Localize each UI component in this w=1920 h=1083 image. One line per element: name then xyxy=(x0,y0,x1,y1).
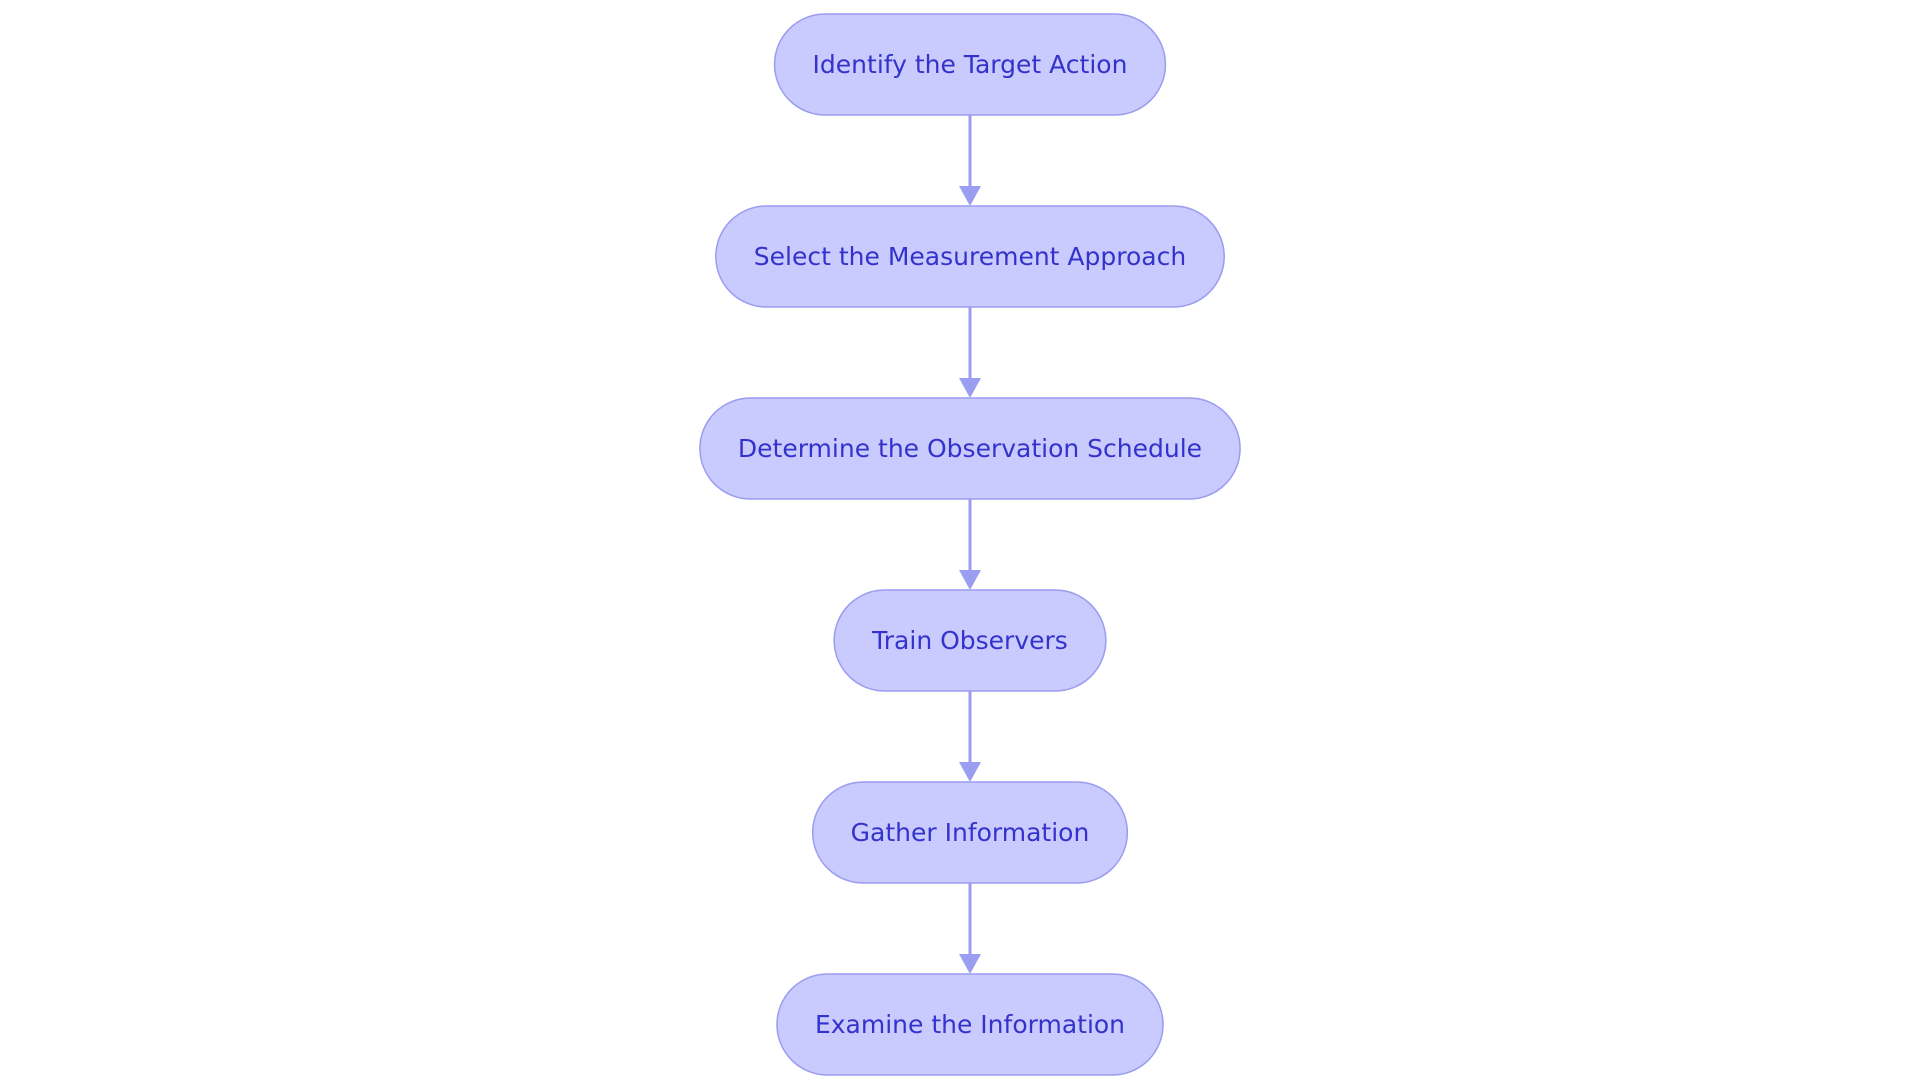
flow-node-1: Identify the Target Action xyxy=(773,13,1167,116)
flow-edge-1 xyxy=(959,115,981,206)
flow-node-shape xyxy=(773,13,1167,116)
arrowhead-icon xyxy=(959,762,981,782)
arrowhead-icon xyxy=(959,378,981,398)
flow-node-label: Examine the Information xyxy=(815,1010,1125,1039)
flow-edge-3 xyxy=(959,499,981,590)
flow-edge-4 xyxy=(959,691,981,782)
flow-node-shape xyxy=(715,205,1225,308)
flow-node-label: Select the Measurement Approach xyxy=(754,242,1186,271)
flow-node-shape xyxy=(776,973,1164,1076)
flow-node-6: Examine the Information xyxy=(776,973,1164,1076)
flow-edge-2 xyxy=(959,307,981,398)
flow-node-label: Determine the Observation Schedule xyxy=(738,434,1202,463)
flow-node-shape xyxy=(833,589,1107,692)
flow-node-4: Train Observers xyxy=(833,589,1107,692)
flow-node-5: Gather Information xyxy=(811,781,1129,884)
flow-node-label: Identify the Target Action xyxy=(813,50,1128,79)
flow-node-shape xyxy=(699,397,1241,500)
arrowhead-icon xyxy=(959,186,981,206)
flow-edge-5 xyxy=(959,883,981,974)
flow-node-label: Gather Information xyxy=(851,818,1090,847)
flow-node-3: Determine the Observation Schedule xyxy=(699,397,1241,500)
flow-node-shape xyxy=(811,781,1129,884)
arrowhead-icon xyxy=(959,570,981,590)
arrowhead-icon xyxy=(959,954,981,974)
flow-node-label: Train Observers xyxy=(871,626,1068,655)
edges-layer xyxy=(959,115,981,974)
flow-node-2: Select the Measurement Approach xyxy=(715,205,1225,308)
